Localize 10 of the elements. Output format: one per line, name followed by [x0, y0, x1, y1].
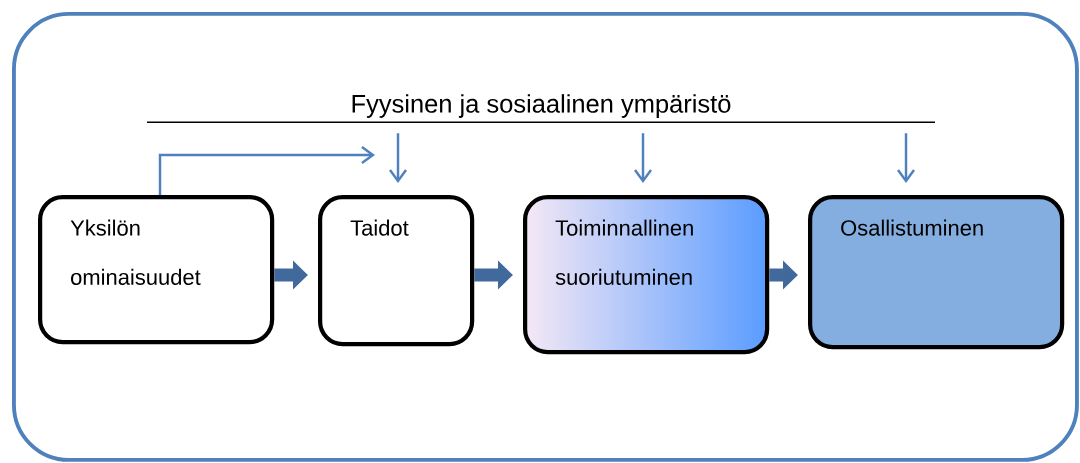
underlined-heading: Fyysinen ja sosiaalinen ympäristö	[147, 94, 935, 123]
arrow	[634, 133, 652, 183]
arrow	[897, 133, 915, 183]
arrow	[158, 146, 375, 195]
process-box: Toiminnallinen suoriutuminen	[523, 195, 770, 355]
arrow	[389, 133, 407, 183]
frame-box	[12, 12, 1079, 462]
process-box: Taidot	[318, 195, 475, 347]
process-box: Osallistuminen	[808, 195, 1065, 350]
process-box: Yksilön ominaisuudet	[38, 195, 275, 345]
